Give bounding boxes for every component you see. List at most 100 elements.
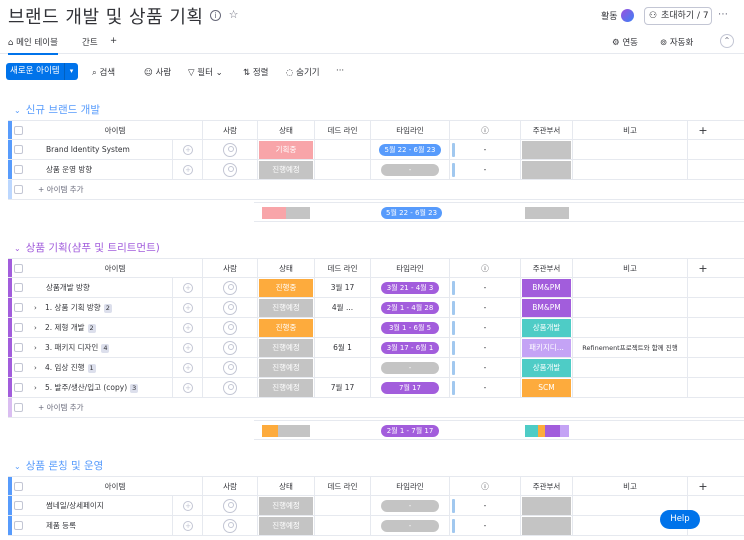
row-checkbox[interactable] — [14, 165, 23, 174]
dept-cell[interactable]: 패키지디... — [521, 338, 573, 358]
tab-main-table[interactable]: ⌂ 메인 테이블 — [8, 36, 58, 55]
updates-cell[interactable]: + — [173, 516, 203, 536]
hide-button[interactable]: ◌ 숨기기 — [286, 66, 320, 78]
person-cell[interactable] — [203, 496, 258, 516]
column-header-timeline[interactable]: 타임라인 — [371, 121, 450, 141]
status-cell[interactable]: 진행중 — [258, 318, 315, 338]
item-name-cell[interactable]: ›5. 발주/생산/입고 (copy)3 — [28, 378, 173, 398]
item-name-cell[interactable]: 상품 운영 방향 — [28, 160, 173, 180]
column-header-link[interactable]: ⓘ — [450, 259, 521, 279]
column-header-status[interactable]: 상태 — [258, 121, 315, 141]
more-toolbar-button[interactable]: ··· — [336, 66, 345, 76]
board-link-cell[interactable]: - — [450, 496, 521, 516]
person-cell[interactable] — [203, 338, 258, 358]
note-cell[interactable] — [573, 140, 688, 160]
person-placeholder-icon[interactable] — [223, 361, 237, 375]
board-link-cell[interactable]: - — [450, 278, 521, 298]
deadline-cell[interactable]: 4월 ... — [315, 298, 371, 318]
deadline-cell[interactable] — [315, 358, 371, 378]
person-placeholder-icon[interactable] — [223, 499, 237, 513]
invite-button[interactable]: ⚇ 초대하기 / 7 — [644, 7, 712, 25]
updates-cell[interactable]: + — [173, 338, 203, 358]
status-cell[interactable]: 진행예정 — [258, 496, 315, 516]
person-cell[interactable] — [203, 378, 258, 398]
person-filter-button[interactable]: ☺ 사람 — [144, 66, 171, 78]
add-view-button[interactable]: + — [110, 36, 118, 46]
person-placeholder-icon[interactable] — [223, 321, 237, 335]
chevron-down-icon[interactable]: ⌄ — [14, 244, 21, 253]
column-header-person[interactable]: 사람 — [203, 477, 258, 497]
more-icon[interactable]: ⋯ — [718, 9, 728, 20]
person-cell[interactable] — [203, 516, 258, 536]
status-cell[interactable]: 진행중 — [258, 278, 315, 298]
person-cell[interactable] — [203, 358, 258, 378]
status-cell[interactable]: 진행예정 — [258, 378, 315, 398]
status-cell[interactable]: 진행예정 — [258, 338, 315, 358]
column-header-note[interactable]: 비고 — [573, 259, 688, 279]
subitem-count-badge[interactable]: 2 — [87, 324, 96, 333]
board-link-cell[interactable]: - — [450, 318, 521, 338]
expand-subitems-icon[interactable]: › — [34, 344, 37, 352]
column-header-item[interactable]: 아이템 — [28, 477, 203, 497]
info-icon[interactable]: ⓘ — [481, 126, 489, 135]
add-column-button[interactable]: + — [698, 124, 708, 137]
subitem-count-badge[interactable]: 4 — [101, 344, 110, 353]
row-checkbox[interactable] — [14, 303, 23, 312]
note-cell[interactable] — [573, 496, 688, 516]
deadline-cell[interactable]: 3월 17 — [315, 278, 371, 298]
column-header-dept[interactable]: 주관부서 — [521, 121, 573, 141]
dept-cell[interactable]: SCM — [521, 378, 573, 398]
add-update-icon[interactable]: + — [183, 303, 193, 313]
deadline-cell[interactable]: 6월 1 — [315, 338, 371, 358]
updates-cell[interactable]: + — [173, 140, 203, 160]
avatar[interactable] — [621, 9, 634, 22]
table-row[interactable]: 썸네일/상세페이지+진행예정-- — [8, 496, 744, 516]
dept-cell[interactable] — [521, 496, 573, 516]
deadline-cell[interactable] — [315, 496, 371, 516]
search-button[interactable]: ⌕ 검색 — [92, 66, 115, 78]
board-link-cell[interactable]: - — [450, 140, 521, 160]
item-name-cell[interactable]: 제품 등록 — [28, 516, 173, 536]
dept-cell[interactable]: BM&PM — [521, 298, 573, 318]
dept-summary-bar[interactable] — [525, 425, 569, 437]
expand-subitems-icon[interactable]: › — [34, 304, 37, 312]
updates-cell[interactable]: + — [173, 378, 203, 398]
table-row[interactable]: 제품 등록+진행예정-- — [8, 516, 744, 536]
info-icon[interactable]: ⓘ — [481, 264, 489, 273]
add-update-icon[interactable]: + — [183, 283, 193, 293]
person-cell[interactable] — [203, 278, 258, 298]
subitem-count-badge[interactable]: 3 — [130, 384, 139, 393]
tab-gantt[interactable]: 간트 — [82, 38, 98, 48]
select-all-checkbox[interactable] — [14, 264, 23, 273]
board-link-cell[interactable]: - — [450, 378, 521, 398]
column-header-status[interactable]: 상태 — [258, 477, 315, 497]
dept-cell[interactable] — [521, 160, 573, 180]
board-link-cell[interactable]: - — [450, 298, 521, 318]
person-placeholder-icon[interactable] — [223, 341, 237, 355]
status-summary-bar[interactable] — [262, 425, 310, 437]
timeline-cell[interactable]: 5월 22 - 6월 23 — [371, 140, 450, 160]
dept-cell[interactable] — [521, 516, 573, 536]
info-icon[interactable]: ⓘ — [481, 482, 489, 491]
column-header-dept[interactable]: 주관부서 — [521, 259, 573, 279]
add-item-input[interactable]: + 아이템 추가 — [38, 185, 84, 194]
column-header-deadline[interactable]: 데드 라인 — [315, 121, 371, 141]
timeline-cell[interactable]: 3월 1 - 6월 5 — [371, 318, 450, 338]
add-column-button[interactable]: + — [698, 262, 708, 275]
row-checkbox[interactable] — [14, 283, 23, 292]
status-cell[interactable]: 진행예정 — [258, 160, 315, 180]
board-link-cell[interactable]: - — [450, 516, 521, 536]
subitem-count-badge[interactable]: 1 — [87, 364, 96, 373]
row-checkbox[interactable] — [14, 343, 23, 352]
updates-cell[interactable]: + — [173, 358, 203, 378]
column-header-timeline[interactable]: 타임라인 — [371, 477, 450, 497]
column-header-person[interactable]: 사람 — [203, 259, 258, 279]
add-update-icon[interactable]: + — [183, 521, 193, 531]
timeline-cell[interactable]: - — [371, 358, 450, 378]
expand-subitems-icon[interactable]: › — [34, 364, 37, 372]
add-update-icon[interactable]: + — [183, 363, 193, 373]
add-update-icon[interactable]: + — [183, 145, 193, 155]
